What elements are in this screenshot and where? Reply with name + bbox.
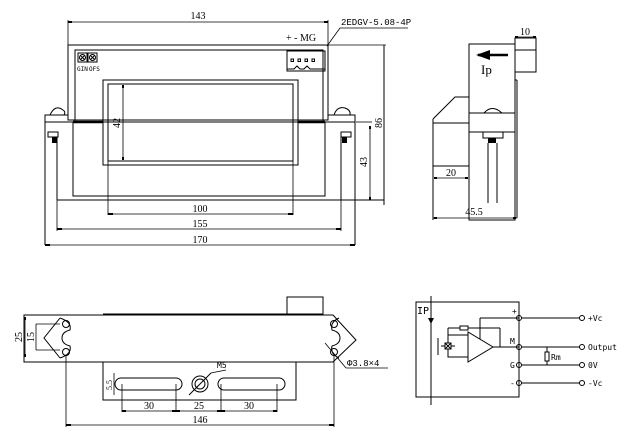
dim-window-width: 100 [193, 204, 208, 215]
trim-pot-gain [77, 52, 88, 63]
dim-slot-width: 5.5 [105, 380, 114, 390]
terminal-plus: + +Vc [512, 307, 603, 323]
svg-text:G: G [510, 361, 515, 370]
svg-text:-Vc: -Vc [588, 379, 603, 388]
svg-text:-: - [510, 379, 515, 388]
svg-text:+: + [512, 307, 517, 316]
resistor-label: Rm [551, 353, 561, 362]
svg-text:0V: 0V [588, 361, 598, 370]
front-view: 143 2EDGV-5.08-4P + - MG GIN OFS [44, 11, 411, 246]
dim-hole-pitch: 15 [26, 332, 37, 342]
connector-pins-label: + - MG [286, 33, 316, 44]
trim-label-offset: OFS [89, 66, 100, 73]
dim-connector: 10 [520, 27, 530, 38]
wiring-diagram: IP + +Vc M O [415, 296, 617, 405]
dim-top-width: 143 [191, 11, 206, 22]
dim-gap: 25 [194, 401, 204, 412]
dim-slot-right: 30 [244, 401, 254, 412]
dim-lower-height: 43 [359, 157, 370, 167]
dim-inner-width: 155 [193, 219, 208, 230]
terminal-minus: - -Vc [510, 379, 603, 388]
dim-total-height: 86 [374, 118, 385, 128]
terminal-m: M Output [510, 337, 617, 352]
hole-label: Φ3.8×4 [347, 359, 379, 369]
connector-part-label: 2EDGV-5.08-4P [341, 18, 411, 28]
trim-pot-offset [87, 52, 98, 63]
dim-depth: 45.5 [465, 207, 483, 218]
svg-text:M: M [510, 337, 515, 346]
dim-total-width: 170 [193, 235, 208, 246]
terminal-g: G 0V [510, 361, 598, 370]
current-label: Ip [481, 62, 492, 77]
side-view: 10 Ip 20 45.5 [432, 27, 537, 221]
trim-label-gain: GIN [77, 66, 88, 73]
svg-text:+Vc: +Vc [588, 314, 603, 323]
primary-label: IP [417, 306, 429, 317]
thread-label: M5 [217, 361, 227, 370]
connector-block [286, 50, 326, 72]
dim-slot-left: 30 [144, 401, 154, 412]
bottom-view: 25 15 M5 5.5 30 25 30 1 [14, 296, 388, 427]
dim-foot: 20 [446, 168, 456, 179]
dim-outer-height: 25 [14, 332, 25, 342]
svg-text:Output: Output [588, 343, 617, 352]
dim-hole-span: 146 [193, 415, 208, 426]
dim-window-height: 42 [112, 118, 123, 128]
